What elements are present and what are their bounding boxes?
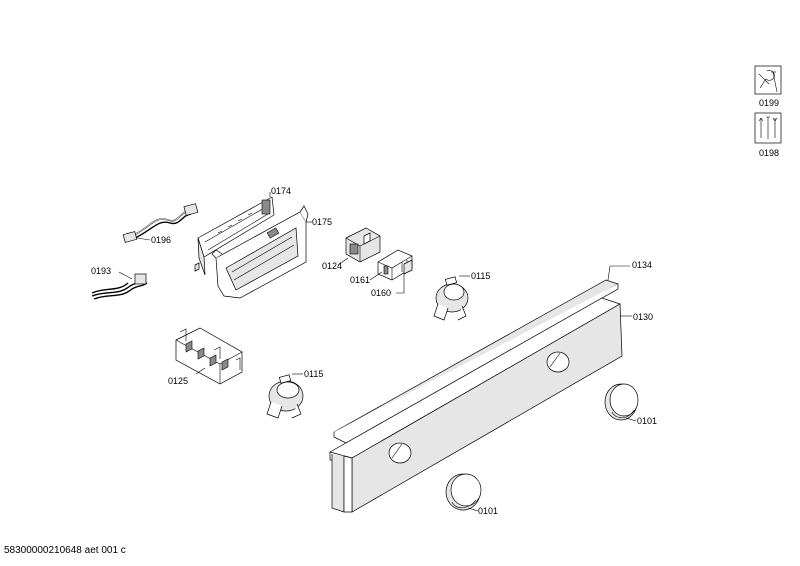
service-icon-0199[interactable]: 0199 [754, 65, 782, 108]
part-0115-knob-holder-upper[interactable] [433, 275, 470, 321]
callout-0125: 0125 [168, 376, 188, 386]
part-0130-control-panel[interactable] [329, 297, 632, 513]
part-0175-mounting-bracket[interactable] [211, 205, 312, 299]
callout-0160: 0160 [371, 288, 391, 298]
part-0174-control-module[interactable] [194, 192, 275, 276]
callout-0175: 0175 [312, 217, 332, 227]
service-icon-0198[interactable]: 0198 [754, 112, 782, 158]
callout-0115-upper: 0115 [471, 271, 490, 281]
part-0125-terminal-block[interactable] [175, 327, 243, 385]
callout-0101-right: 0101 [637, 416, 657, 426]
callout-0174: 0174 [271, 186, 291, 196]
callout-0134: 0134 [632, 260, 652, 270]
wrench-screw-icon [758, 70, 778, 93]
part-0101-knob-right[interactable] [604, 383, 639, 422]
callout-0115-lower: 0115 [304, 369, 323, 379]
document-id: 58300000210648 aet 001 c [4, 545, 126, 556]
callout-0124: 0124 [322, 261, 342, 271]
callout-0193: 0193 [91, 266, 111, 276]
part-0101-knob-bottom[interactable] [445, 473, 482, 512]
part-0160-terminal[interactable] [396, 259, 413, 294]
callout-0161: 0161 [350, 275, 370, 285]
part-0193-wire-harness[interactable] [91, 271, 148, 300]
part-0196-wire-harness[interactable] [122, 203, 199, 243]
callout-0196: 0196 [151, 235, 171, 245]
part-0124-switch[interactable] [337, 227, 381, 266]
tools-set-icon [758, 116, 778, 139]
service-code-0199: 0199 [759, 98, 779, 108]
callout-0130: 0130 [633, 312, 653, 322]
callout-0101-bottom: 0101 [478, 506, 498, 516]
service-code-0198: 0198 [759, 148, 779, 158]
part-0115-knob-holder-lower[interactable] [266, 373, 304, 419]
